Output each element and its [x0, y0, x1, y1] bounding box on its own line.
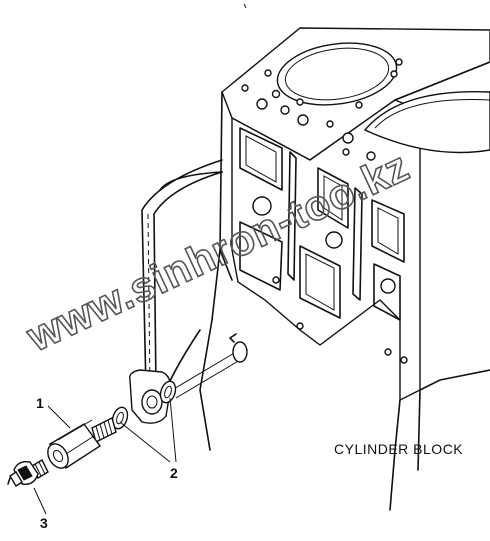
- stray-mark: [243, 3, 247, 9]
- bolt-axis: [171, 351, 241, 399]
- callout-3: 3: [40, 515, 48, 531]
- cylinder-bore: [363, 90, 490, 154]
- block-ribs: [239, 127, 408, 364]
- oil-pressure-sensor: [7, 459, 49, 487]
- deck-bolt-holes: [241, 58, 403, 161]
- block-outline-arc: [159, 171, 223, 191]
- cylinder-bore: [276, 42, 398, 106]
- gasket-washer: [111, 406, 129, 430]
- oil-pipe: [141, 159, 223, 391]
- callout-1: 1: [36, 395, 44, 411]
- block-port: [229, 333, 248, 363]
- diagram-caption: CYLINDER BLOCK: [334, 441, 463, 457]
- banjo-fitting: [129, 369, 172, 424]
- union-bolt: [47, 416, 117, 469]
- callout-2: 2: [170, 465, 178, 481]
- gasket-washer: [159, 380, 177, 404]
- leader-lines: [33, 397, 177, 515]
